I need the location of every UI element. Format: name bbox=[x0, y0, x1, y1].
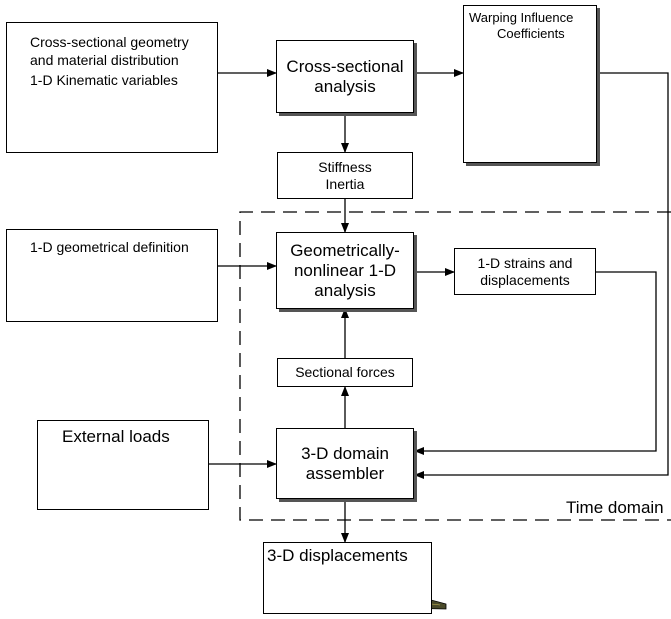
nonlinear-line-1: Geometrically- bbox=[290, 240, 400, 260]
sectional-forces-box: Sectional forces bbox=[277, 358, 413, 387]
cross-sectional-line-2: analysis bbox=[314, 76, 376, 96]
displacements-3d-label: 3-D displacements bbox=[267, 546, 408, 565]
inputs-bullet-2: 1-D Kinematic variables bbox=[30, 72, 178, 88]
inputs-bullet-1-line-2: and material distribution bbox=[30, 52, 179, 68]
external-loads-label: External loads bbox=[62, 427, 170, 446]
domain-assembler-box: 3-D domain assembler bbox=[276, 428, 414, 499]
time-domain-boundary bbox=[239, 211, 671, 521]
warping-coefficients-box bbox=[463, 5, 597, 163]
geometrical-definition-box bbox=[6, 229, 218, 322]
inputs-box bbox=[6, 22, 218, 153]
external-loads-box bbox=[37, 420, 209, 510]
warping-line-2: Coefficients bbox=[497, 26, 565, 41]
cross-sectional-analysis-box: Cross-sectional analysis bbox=[276, 40, 414, 113]
nonlinear-line-3: analysis bbox=[314, 280, 376, 300]
strains-line-2: displacements bbox=[480, 271, 570, 288]
nonlinear-line-2: nonlinear 1-D bbox=[293, 260, 397, 280]
inputs-bullet-1-line-1: Cross-sectional geometry bbox=[30, 34, 189, 50]
assembler-line-1: 3-D domain bbox=[301, 443, 389, 463]
stiffness-inertia-box: Stiffness Inertia bbox=[277, 152, 413, 199]
cross-sectional-line-1: Cross-sectional bbox=[286, 56, 404, 76]
inertia-label: Inertia bbox=[325, 175, 365, 192]
arrow-strains-to-assembler bbox=[414, 271, 657, 455]
warping-line-1: Warping Influence bbox=[469, 10, 574, 25]
time-domain-label: Time domain bbox=[566, 498, 664, 517]
nonlinear-analysis-box: Geometrically- nonlinear 1-D analysis bbox=[276, 232, 414, 309]
displacements-3d-box bbox=[263, 542, 432, 614]
strains-displacements-box: 1-D strains and displacements bbox=[454, 248, 596, 295]
stiffness-label: Stiffness bbox=[318, 158, 372, 175]
strains-line-1: 1-D strains and bbox=[477, 254, 573, 271]
assembler-line-2: assembler bbox=[305, 463, 385, 483]
geometrical-definition-label: 1-D geometrical definition bbox=[30, 239, 189, 255]
arrow-warping-to-assembler bbox=[414, 72, 669, 479]
sectional-forces-label: Sectional forces bbox=[295, 364, 395, 380]
